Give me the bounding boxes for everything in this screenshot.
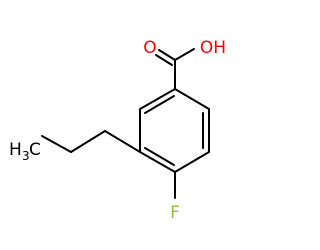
- ring-bond-c4-c5: [139, 151, 176, 173]
- ring-inner-bond-c6-c1: [144, 95, 175, 114]
- ring-bond-c1-c2: [174, 88, 210, 110]
- bonds: [41, 48, 210, 199]
- bond-carbonyl-2: [155, 54, 173, 66]
- molecule-diagram: O OH F H 3 C: [9, 38, 226, 223]
- bond-propyl-3: [41, 135, 72, 153]
- hydroxyl-label: OH: [200, 38, 226, 58]
- oxygen-carbonyl-label: O: [143, 38, 156, 58]
- methyl-h: H: [9, 140, 22, 160]
- bond-ring-propyl: [104, 130, 141, 153]
- methyl-c: C: [29, 140, 41, 160]
- ring-bond-c3-c4: [174, 151, 210, 173]
- ring-bond-c6-c1: [139, 88, 176, 110]
- bond-propyl-2: [70, 130, 106, 153]
- methyl-subscript: 3: [22, 149, 30, 163]
- structure-canvas: O OH F H 3 C: [9, 38, 227, 223]
- bond-c-oh: [174, 48, 195, 61]
- methyl-label: H 3 C: [9, 140, 41, 163]
- bond-carbonyl-1: [158, 49, 176, 61]
- fluorine-label: F: [170, 203, 180, 223]
- ring-inner-bond-c4-c5: [144, 147, 175, 166]
